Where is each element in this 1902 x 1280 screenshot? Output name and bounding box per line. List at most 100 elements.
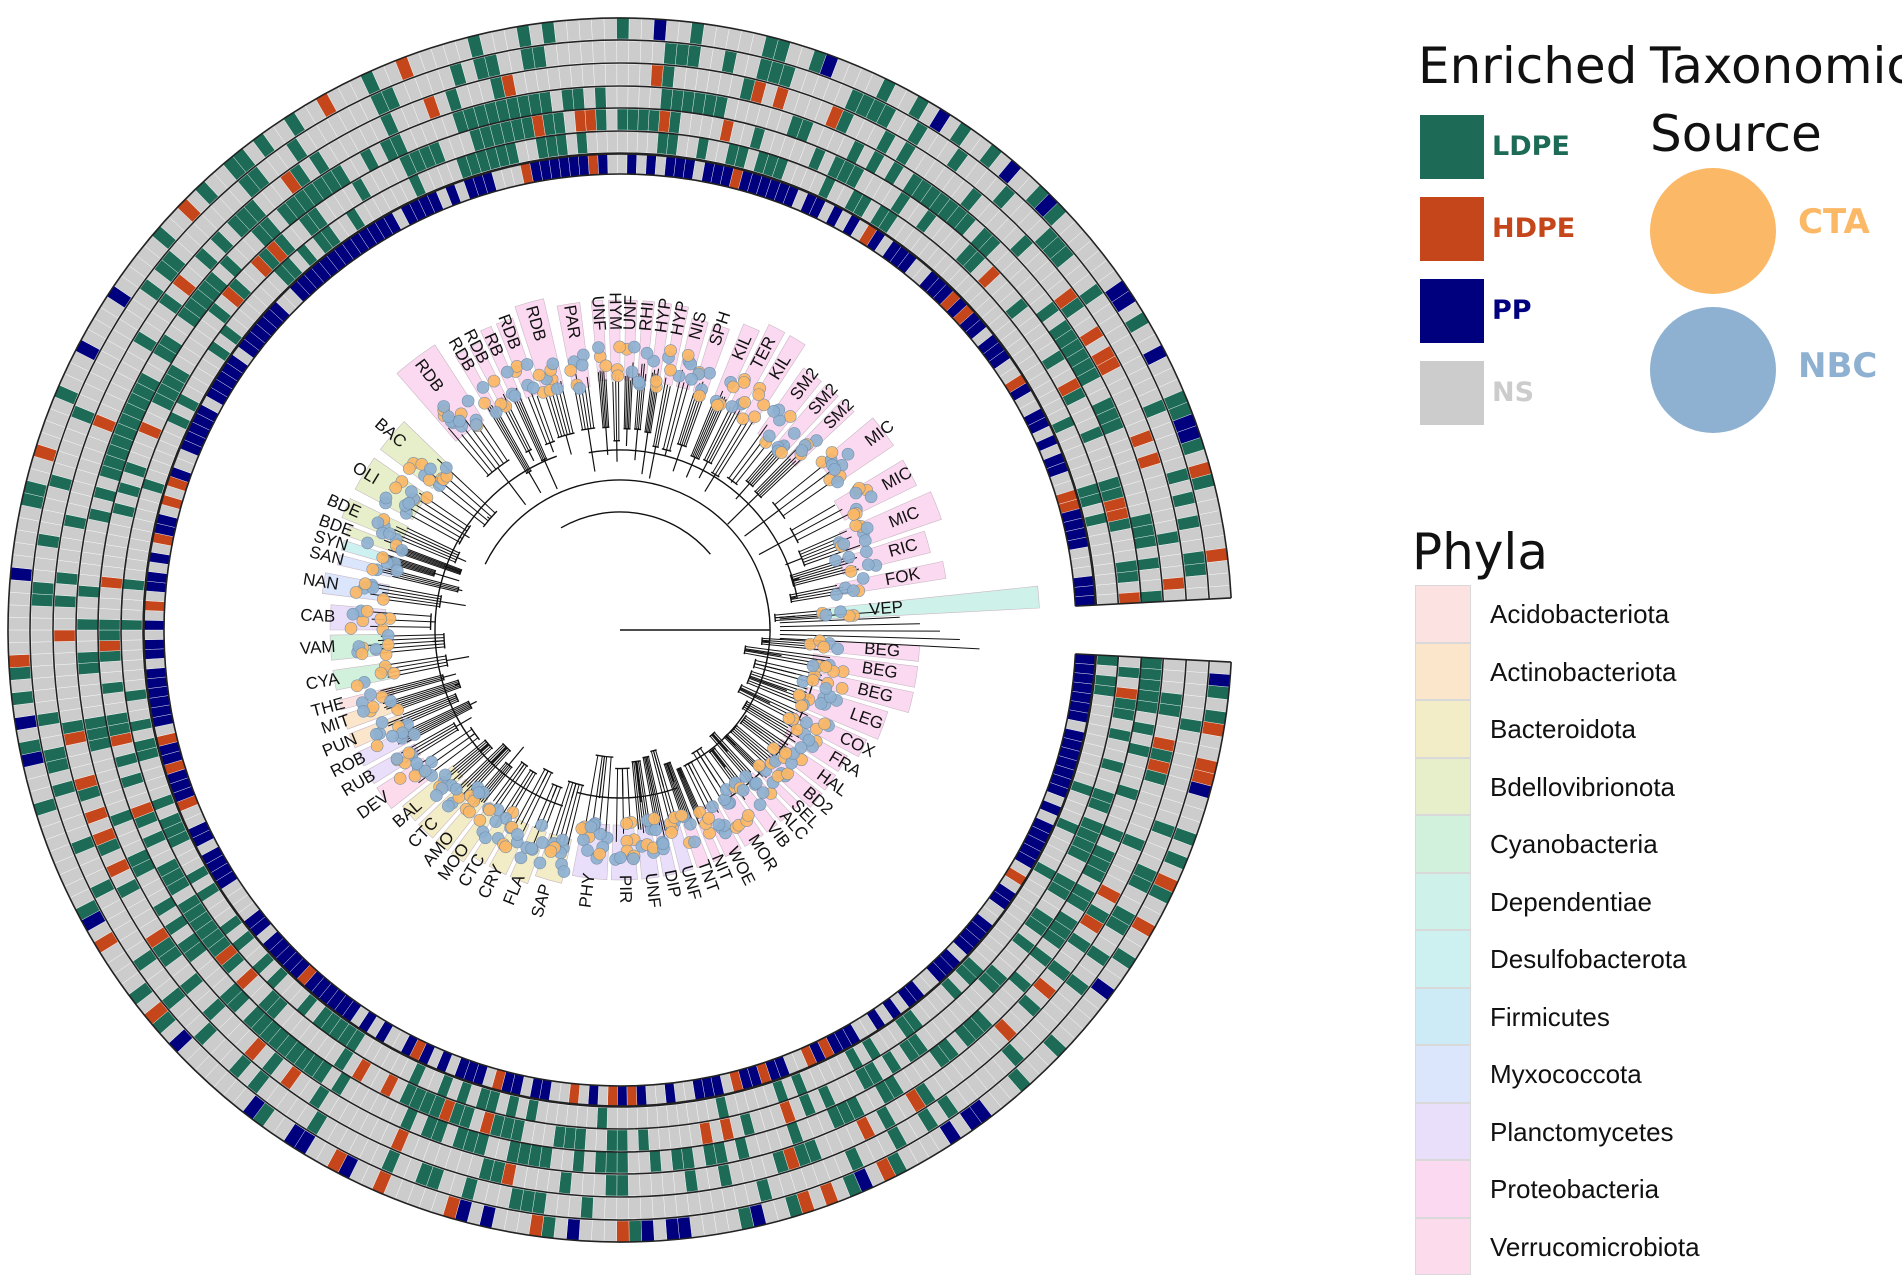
tip-point	[841, 447, 855, 461]
phylum-label: Actinobacteriota	[1490, 656, 1677, 687]
phyla-legend-item: Desulfobacterota	[1415, 930, 1745, 988]
ring-border	[1075, 597, 1232, 607]
enrichment-cell	[636, 1107, 649, 1129]
enrichment-cell	[603, 17, 617, 40]
branch-line	[687, 763, 712, 809]
tip-point	[860, 521, 874, 535]
enrichment-cell	[568, 155, 581, 177]
branch-line	[536, 395, 554, 442]
branch-line	[759, 460, 797, 497]
branch-line	[382, 591, 441, 603]
branch-line	[508, 746, 525, 766]
enrichment-cell	[607, 153, 618, 175]
clade-label: NAN	[302, 569, 340, 593]
ring-border	[52, 62, 1188, 1198]
enrichment-cell	[77, 585, 100, 598]
tip-point	[532, 368, 546, 382]
clade-label: BEG	[856, 679, 895, 706]
tip-point	[685, 372, 698, 386]
branch-line	[635, 761, 642, 803]
enrichment-cell	[53, 606, 76, 619]
clade-label: HYM	[606, 292, 626, 330]
branch-line	[449, 746, 491, 784]
enrichment-cell	[8, 654, 31, 668]
enrichment-cell	[120, 609, 143, 621]
branch-line	[746, 445, 777, 482]
tip-point	[387, 666, 401, 680]
phylum-swatch	[1415, 1160, 1471, 1218]
branch-line	[549, 781, 571, 842]
branch-line	[725, 735, 736, 746]
tip-point	[825, 446, 839, 459]
tip-point	[533, 856, 547, 870]
tip-point	[361, 536, 374, 550]
tip-point	[592, 341, 605, 354]
enrichment-cell	[1161, 565, 1184, 580]
branch-arc	[486, 459, 510, 478]
branch-line	[457, 747, 493, 780]
tip-point	[535, 819, 549, 832]
tip-point	[379, 491, 393, 505]
branch-line	[792, 567, 843, 583]
tip-point	[499, 840, 512, 854]
phylum-swatch	[1415, 1217, 1471, 1275]
clade-labels: VEPFOKRICMICMICMICSM2SM2SM2KILTERKILSPHN…	[299, 292, 922, 920]
clade-label: VEP	[868, 597, 903, 619]
branch-line	[669, 762, 693, 820]
branch-line	[662, 369, 683, 450]
branch-line	[443, 565, 461, 573]
enrichment-cell	[605, 1174, 618, 1197]
branch-line	[790, 584, 838, 596]
enrichment-cell	[76, 607, 99, 620]
enrichment-cell	[640, 41, 654, 64]
tip-point	[756, 786, 770, 799]
tip-point	[864, 490, 878, 504]
branch-line	[496, 765, 528, 809]
branch-line	[646, 756, 665, 838]
enrichment-cell	[76, 629, 99, 642]
branch-line	[586, 376, 595, 429]
enrichment-cell	[628, 1197, 642, 1220]
hdpe-label: HDPE	[1492, 213, 1576, 244]
branch-line	[532, 785, 558, 845]
tip-point	[741, 809, 755, 822]
enrichment-cell	[572, 1149, 586, 1172]
tip-point	[390, 564, 404, 577]
branch-line	[743, 719, 790, 754]
tip-point	[738, 395, 751, 409]
enrichment-cell	[1185, 671, 1208, 686]
tip-point	[453, 414, 466, 428]
enrichment-cell	[665, 19, 680, 42]
enrichment-cell	[593, 64, 606, 86]
enrichment-cell	[53, 641, 76, 654]
clade-label: UNF	[641, 872, 664, 909]
ring-border	[29, 39, 1210, 1221]
branch-line	[761, 641, 813, 647]
branch-line	[455, 716, 472, 728]
enrichment-cell	[663, 42, 678, 65]
enrichment-cell	[596, 1107, 608, 1130]
tip-point	[858, 534, 872, 547]
branch-line	[453, 743, 504, 793]
enrichment-cell	[144, 657, 166, 670]
cta-marker	[1650, 168, 1776, 294]
branch-line	[667, 762, 689, 819]
enrichment-cell	[591, 18, 605, 40]
phylum-label: Bacteroidota	[1490, 714, 1636, 744]
branch-line	[725, 735, 759, 768]
ring-border	[163, 173, 1077, 1087]
enrichment-cell	[99, 650, 122, 663]
tip-point	[767, 742, 780, 755]
enrichment-cell	[56, 685, 80, 700]
branch-line	[744, 717, 788, 749]
enrichment-cell	[143, 639, 165, 650]
enrichment-cell	[1140, 657, 1163, 670]
tip-point	[350, 679, 364, 693]
branch-line	[399, 547, 462, 572]
enrichment-cell	[595, 1129, 608, 1151]
ring-border	[7, 17, 1232, 1243]
tip-point	[391, 703, 404, 717]
tip-point	[525, 842, 538, 855]
enrichment-cell	[144, 648, 166, 660]
branch-line	[469, 700, 477, 706]
